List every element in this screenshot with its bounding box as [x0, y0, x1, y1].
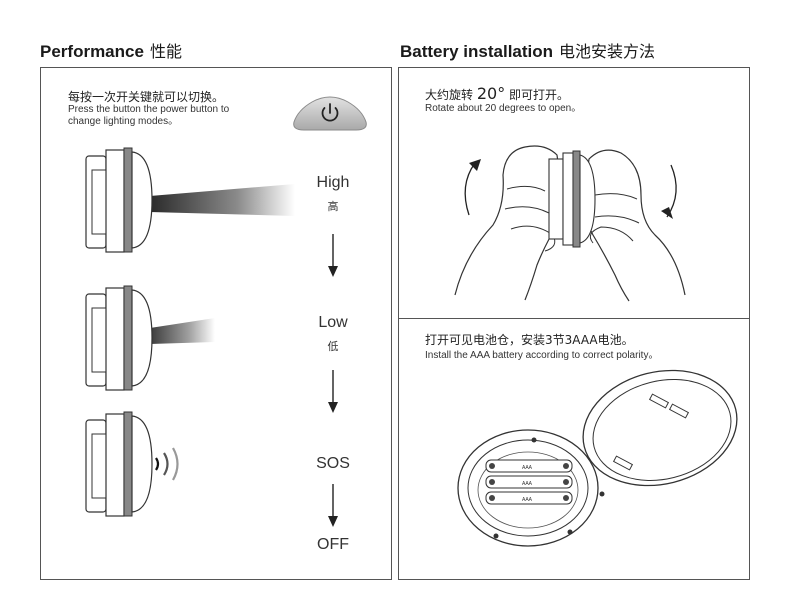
performance-heading: Performance 性能 [40, 38, 182, 62]
performance-instruction-cn: 每按一次开关键就可以切换。 [68, 90, 225, 104]
arrow-down-icon [328, 370, 338, 413]
signal-waves-icon [155, 447, 179, 481]
flashlight-high-illustration [85, 147, 295, 253]
battery-heading: Battery installation 电池安装方法 [400, 38, 655, 62]
battery-title-en: Battery installation [400, 42, 554, 61]
battery-label-2: AAA [522, 481, 533, 487]
flashlight-low-illustration [85, 285, 215, 391]
install-panel [398, 318, 750, 580]
rotate-instruction-en: Rotate about 20 degrees to open。 [425, 103, 582, 114]
mode-low-cn: 低 [327, 340, 339, 353]
battery-compartment-illustration: AAA AAA AAA [457, 369, 738, 547]
battery-label-1: AAA [522, 465, 533, 471]
rotate-cn-post: 即可打开。 [509, 88, 570, 102]
mode-sos-en: SOS [316, 455, 350, 472]
hands-rotating-illustration [454, 145, 686, 302]
rotate-degree-value: 20° [476, 84, 506, 103]
power-icon [321, 103, 339, 122]
performance-instruction-en-2: change lighting modes。 [68, 116, 179, 127]
rotate-instruction-cn: 大约旋转 20° 即可打开。 [425, 84, 569, 103]
mode-high-cn: 高 [327, 200, 339, 213]
install-instruction-en: Install the AAA battery according to cor… [425, 350, 659, 361]
performance-panel [40, 67, 392, 580]
flashlight-sos-illustration [85, 411, 179, 517]
battery-label-3: AAA [522, 497, 533, 503]
arrow-down-icon [328, 484, 338, 527]
mode-high-en: High [316, 174, 350, 191]
mode-off-en: OFF [317, 536, 349, 553]
power-button-illustration [293, 96, 367, 131]
arrow-down-icon [328, 234, 338, 277]
performance-title-cn: 性能 [149, 44, 182, 61]
performance-title-en: Performance [40, 42, 144, 61]
install-instruction-cn: 打开可见电池仓，安装3节3AAA电池。 [425, 333, 634, 347]
mode-low-en: Low [318, 314, 348, 331]
rotate-cn-pre: 大约旋转 [425, 88, 474, 102]
performance-instruction-en-1: Press the button the power button to [68, 104, 230, 115]
battery-title-cn: 电池安装方法 [559, 44, 656, 61]
